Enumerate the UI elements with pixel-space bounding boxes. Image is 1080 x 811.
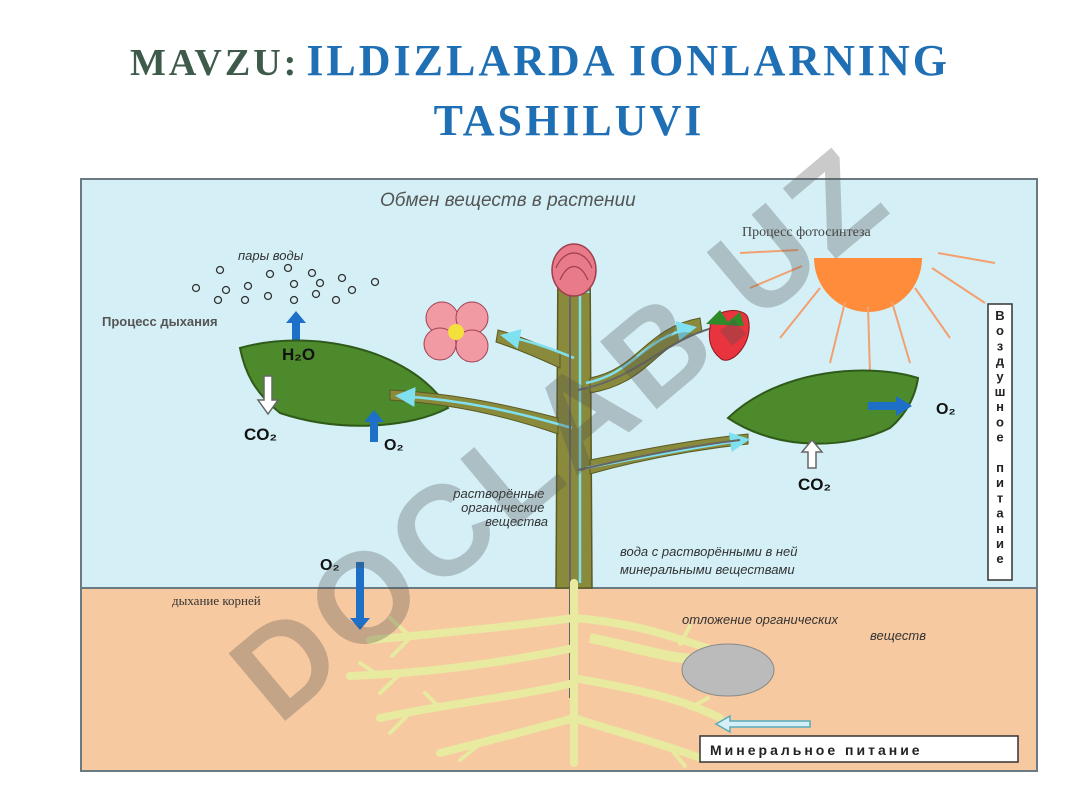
o2-root-down-arrow: [350, 562, 370, 630]
air-nutrition-box: [987, 303, 1013, 581]
xylem-flow-lines: [395, 273, 750, 583]
diagram-heading: Обмен веществ в растении: [380, 190, 636, 211]
dissolved-organic-line3: вещества: [485, 514, 548, 529]
dissolved-organic-label: растворённые органические вещества: [452, 486, 548, 529]
root-hairs: [358, 616, 710, 768]
h2o-label: H₂O: [282, 345, 315, 364]
organic-storage-line2: веществ: [870, 628, 926, 643]
o2-right-label: O₂: [936, 401, 956, 418]
water-vapor-bubbles: [191, 263, 380, 305]
organic-storage-tuber: [681, 643, 775, 697]
o2-right-arrow: [868, 396, 912, 416]
dissolved-organic-line2: органические: [461, 500, 544, 515]
organic-storage-label: отложение органических веществ: [682, 612, 926, 643]
slide-title: MAVZU: ILDIZLARDA IONLARNING TASHILUVI: [0, 36, 1080, 146]
root-o2-label: O₂: [320, 557, 340, 574]
o2-up-arrow-left: [364, 410, 384, 442]
organic-storage-line1: отложение органических: [682, 612, 838, 627]
co2-right-label: CO₂: [798, 475, 831, 494]
water-minerals-line2: минеральными веществами: [620, 562, 795, 577]
co2-left-label: CO₂: [244, 425, 277, 444]
o2-left-label: O₂: [384, 437, 404, 454]
plant-metabolism-diagram: Обмен веществ в растении Процесс фотосин…: [80, 178, 1038, 772]
title-line2: TASHILUVI: [433, 96, 705, 145]
flower-bud-icon: [551, 243, 597, 297]
h2o-up-arrow: [286, 311, 306, 341]
photosynthesis-label: Процесс фотосинтеза: [742, 225, 871, 240]
sun-icon: [739, 249, 996, 374]
root-respiration-label: дыхание корней: [172, 593, 261, 608]
strawberry-icon: [706, 310, 750, 361]
title-main: ILDIZLARDA IONLARNING: [306, 36, 950, 85]
water-minerals-line1: вода с растворёнными в ней: [620, 544, 798, 559]
co2-down-arrow-left: [256, 375, 280, 416]
mineral-nutrition-arrow: [714, 714, 811, 734]
co2-up-arrow-right: [800, 438, 824, 469]
stem: [555, 257, 593, 589]
right-leaf: [726, 369, 920, 445]
respiration-label: Процесс дыхания: [102, 314, 218, 329]
mineral-nutrition-box: [699, 735, 1019, 763]
title-prefix: MAVZU:: [130, 42, 300, 84]
flower-icon: [423, 301, 489, 363]
water-minerals-label: вода с растворёнными в ней минеральными …: [620, 544, 801, 577]
dissolved-organic-line1: растворённые: [452, 486, 544, 501]
branch-left-leaf: [389, 389, 559, 435]
water-vapor-label: пары воды: [238, 248, 304, 263]
mineral-nutrition-label: Минеральное питание: [710, 742, 923, 758]
